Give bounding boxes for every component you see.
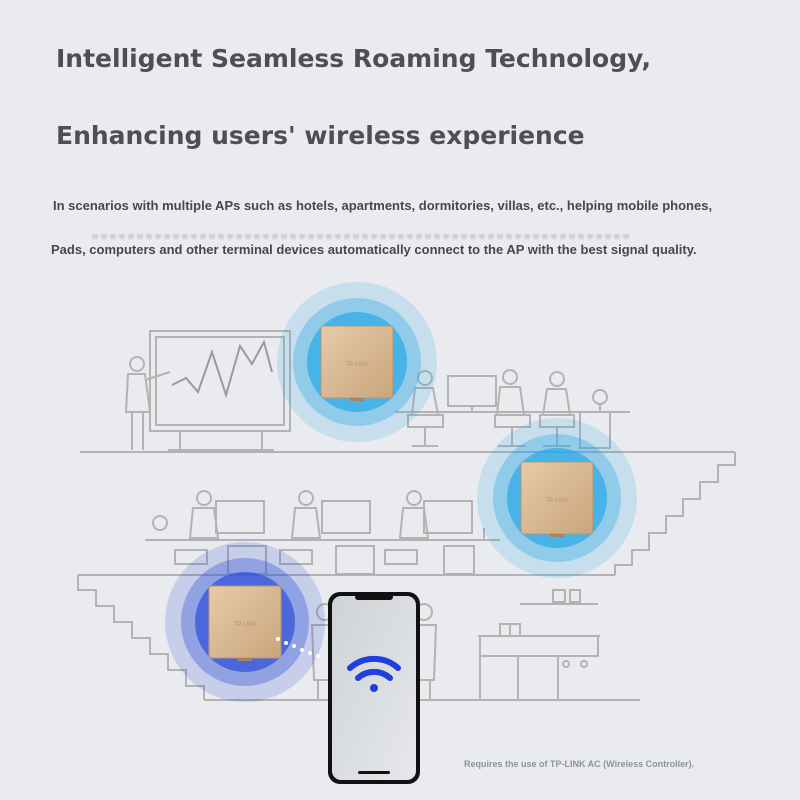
phone-notch <box>355 594 393 600</box>
middle-floor-office <box>145 490 500 575</box>
ap-brand-label: TP-LINK <box>545 498 568 504</box>
access-point-middle: TP-LINK <box>477 418 637 578</box>
presenter-scene <box>124 330 291 451</box>
headline-line-2: Enhancing users' wireless experience <box>56 121 585 150</box>
connection-dots <box>276 637 320 658</box>
description-line-2: Pads, computers and other terminal devic… <box>51 242 697 257</box>
ap-brand-label: TP-LINK <box>233 622 256 628</box>
description-line-1: In scenarios with multiple APs such as h… <box>53 198 713 213</box>
phone-home-bar <box>358 771 390 774</box>
building-outline <box>77 451 736 701</box>
blurred-text-artifact <box>92 234 632 239</box>
top-floor-office <box>395 369 630 449</box>
smartphone <box>328 592 420 784</box>
footnote: Requires the use of TP-LINK AC (Wireless… <box>464 759 695 769</box>
wifi-icon <box>347 655 401 692</box>
access-point-bottom: TP-LINK <box>165 542 325 702</box>
access-point-top: TP-LINK <box>277 282 437 442</box>
ap-brand-label: TP-LINK <box>345 362 368 368</box>
headline-line-1: Intelligent Seamless Roaming Technology, <box>56 44 651 73</box>
